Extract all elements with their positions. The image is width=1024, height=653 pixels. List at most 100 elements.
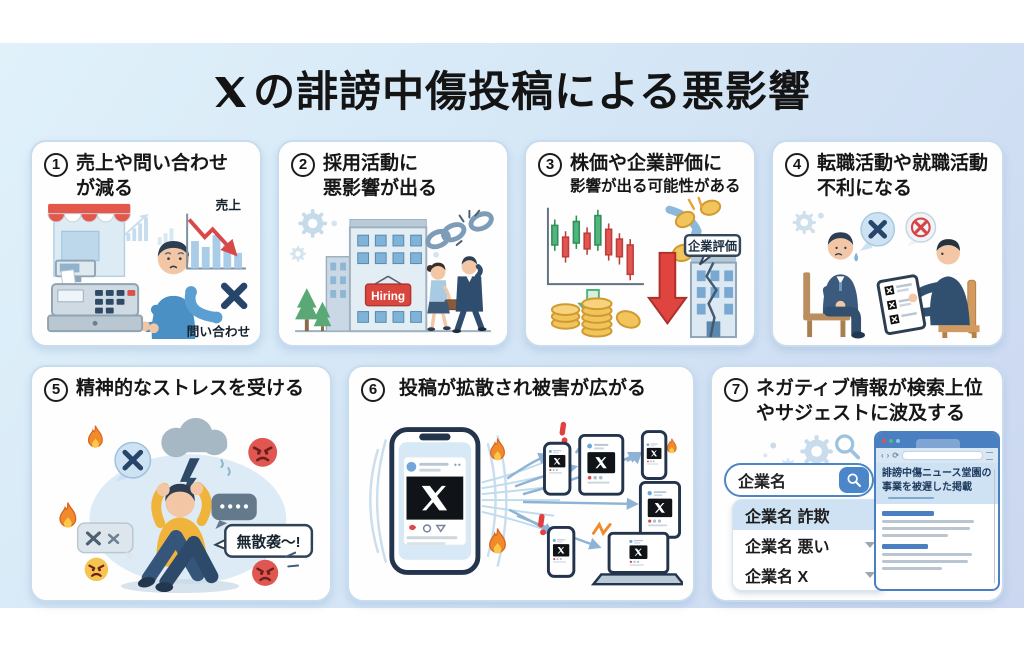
dropdown-caret-icon	[865, 542, 875, 548]
cash-register-icon	[47, 259, 144, 333]
card-title-line: 投稿が拡散され被害が広がる	[399, 378, 647, 399]
rejection-speech-bubble	[905, 211, 937, 246]
storm-cloud-icon	[161, 417, 228, 458]
flame-icon	[87, 425, 103, 449]
news-headline: 誹謗中傷ニュース堂園の 事業を被遅した掲載	[876, 463, 998, 504]
flame-icon	[490, 437, 505, 461]
window-dot-green	[889, 438, 893, 443]
card-recruiting: 2 採用活動に悪影響が出る Hiring	[277, 140, 509, 347]
card-job-hunting: 4 転職活動や就職活動不利になる	[771, 140, 1004, 347]
page-title: の誹謗中傷投稿による悪影響	[0, 58, 1024, 119]
big-down-arrow-red	[646, 251, 688, 325]
shop-illustration: 売上 問い合わせ	[47, 198, 250, 339]
tablet-device	[638, 480, 682, 539]
card-title-line: 悪影響が出る	[323, 177, 438, 199]
card-title-line: 精神的なストレスを受ける	[76, 378, 305, 399]
faded-growth-chart-icon	[123, 214, 174, 245]
card-number: 1	[44, 153, 68, 177]
falling-coins-icon	[674, 196, 722, 229]
scrollbar[interactable]	[994, 469, 995, 583]
cracked-building-icon	[689, 256, 737, 339]
window-dot-blue	[896, 438, 900, 443]
card-number: 4	[785, 153, 809, 177]
hiring-sign-label: Hiring	[371, 290, 405, 303]
tablet-checklist-icon	[876, 274, 927, 335]
magnifier-icon	[834, 434, 861, 460]
stressed-person	[137, 481, 219, 593]
browser-window: ‹ › ⟳ 誹謗中傷ニュース堂園の 事業を被遅した掲載	[874, 431, 1000, 591]
card-search-suggest: 7 ネガティブ情報が検索上位やサジェストに波及する 企業名 企業名 詐欺 企業名…	[710, 365, 1004, 602]
sad-clerk	[140, 241, 196, 339]
search-deco	[763, 434, 881, 589]
card-sales-decline: 1 売上や問い合わせが減る	[30, 140, 262, 347]
tree-icon	[295, 288, 332, 332]
section-bar	[882, 511, 934, 516]
card-title-line: やサジェストに波及する	[756, 402, 966, 424]
dots-bubble	[211, 493, 257, 530]
interviewer-person	[876, 239, 980, 339]
phone-device	[543, 441, 572, 496]
spread-illustration	[369, 421, 683, 586]
card-number: 5	[44, 378, 68, 402]
card-title-line: 採用活動に	[323, 153, 419, 174]
person-man-leaving	[452, 256, 487, 334]
reply-icon	[422, 524, 432, 533]
flame-icon	[59, 501, 77, 529]
card-stock-impact: 3 株価や企業評価に影響が出る可能性がある	[524, 140, 756, 347]
suggestion-item[interactable]: 企業名 悪い	[733, 530, 885, 560]
tablet-device	[578, 433, 625, 496]
suggestion-item[interactable]: 企業名 X	[733, 560, 885, 590]
section-bar	[882, 544, 928, 549]
dropdown-caret-icon	[865, 572, 875, 578]
x-logo-icon	[213, 74, 249, 110]
stock-illustration: 企業評価	[546, 196, 742, 339]
window-dot-red	[882, 438, 886, 443]
card-mental-stress: 5 精神的なストレスを受ける	[30, 365, 332, 602]
browser-titlebar	[876, 433, 998, 448]
exclamation-icon	[538, 513, 546, 536]
interview-illustration	[792, 210, 980, 339]
abuse-text-bubble: 無散袭～!	[213, 523, 314, 558]
card-title-line: が減る	[76, 177, 134, 199]
coin-stack-icon	[550, 297, 641, 338]
menu-icon	[986, 451, 993, 460]
applicant-person	[803, 232, 865, 339]
abuse-text: 無散袭～!	[237, 533, 301, 551]
rating-speech-bubble: 企業評価	[683, 233, 742, 266]
search-input[interactable]: 企業名	[724, 463, 874, 497]
sales-decline-chart: 売上	[186, 198, 246, 270]
office-building-icon: Hiring	[325, 219, 428, 333]
magnifier-icon	[846, 472, 862, 488]
search-button[interactable]	[839, 467, 869, 493]
x-speech-bubble	[114, 441, 152, 482]
forward-icon: ›	[886, 451, 890, 460]
person-woman-leaving	[426, 262, 459, 332]
spark-icon	[591, 521, 612, 537]
browser-content: 誹謗中傷ニュース堂園の 事業を被遅した掲載	[876, 463, 998, 589]
browser-toolbar: ‹ › ⟳	[876, 448, 998, 463]
angry-face-icon	[250, 558, 280, 588]
card-title-line: 株価や企業評価に	[570, 153, 723, 174]
angry-face-icon	[246, 436, 279, 469]
gear-icon	[298, 209, 328, 238]
laptop-device	[590, 531, 683, 586]
card-number: 2	[291, 153, 315, 177]
flame-icon	[666, 438, 677, 454]
suggestion-item[interactable]: 企業名 詐欺	[733, 500, 885, 530]
search-illustration: 企業名 企業名 詐欺 企業名 悪い 企業名 X ‹ ›	[722, 431, 1000, 596]
card-number: 7	[724, 378, 748, 402]
share-icon	[435, 524, 447, 533]
exclamation-icon	[559, 421, 568, 444]
browser-tab	[916, 439, 960, 448]
card-number: 6	[361, 378, 385, 402]
stress-illustration: 無散袭～!	[59, 417, 314, 594]
inquiry-label: 問い合わせ	[187, 324, 250, 339]
headline-underline	[888, 497, 934, 499]
search-query: 企業名	[738, 474, 787, 491]
smartphone-x-post	[389, 427, 481, 575]
card-title-line: 売上や問い合わせ	[76, 153, 229, 174]
card-title-line: ネガティブ情報が検索上位	[756, 378, 983, 399]
phone-x-icon	[184, 282, 248, 324]
candlestick-chart	[546, 207, 644, 286]
